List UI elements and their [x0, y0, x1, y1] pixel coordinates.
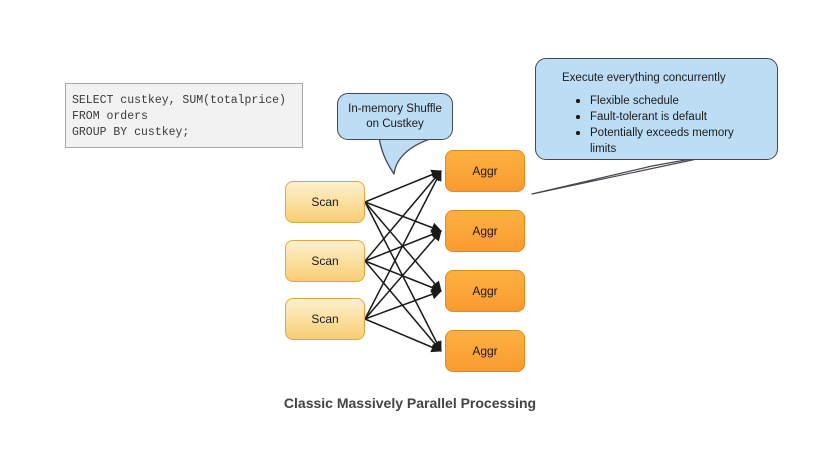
exec-bullet-3: Potentially exceeds memory limits	[576, 125, 763, 157]
sql-line-2: FROM orders	[72, 110, 148, 123]
aggr-node-4-label: Aggr	[472, 344, 498, 358]
sql-query-block: SELECT custkey, SUM(totalprice) FROM ord…	[65, 83, 303, 148]
scan-node-1-label: Scan	[311, 195, 339, 209]
exec-callout-heading: Execute everything concurrently	[562, 72, 726, 84]
aggr-node-1-label: Aggr	[472, 164, 498, 178]
scan-node-3[interactable]: Scan	[285, 298, 365, 340]
aggr-node-2[interactable]: Aggr	[445, 210, 525, 252]
sql-line-3: GROUP BY custkey;	[72, 126, 190, 139]
shuffle-callout: In-memory Shuffle on Custkey	[337, 93, 453, 140]
scan-node-2-label: Scan	[311, 254, 339, 268]
diagram-caption: Classic Massively Parallel Processing	[283, 395, 537, 411]
exec-bullet-2: Fault-tolerant is default	[576, 109, 763, 125]
shuffle-callout-text: In-memory Shuffle on Custkey	[348, 103, 442, 130]
scan-node-2[interactable]: Scan	[285, 240, 365, 282]
sql-line-1: SELECT custkey, SUM(totalprice)	[72, 94, 286, 107]
aggr-node-1[interactable]: Aggr	[445, 150, 525, 192]
scan-node-1[interactable]: Scan	[285, 181, 365, 223]
exec-callout-bullets: Flexible schedule Fault-tolerant is defa…	[558, 93, 763, 157]
aggr-node-4[interactable]: Aggr	[445, 330, 525, 372]
scan-node-3-label: Scan	[311, 312, 339, 326]
exec-callout: Execute everything concurrently Flexible…	[535, 58, 778, 160]
aggr-node-2-label: Aggr	[472, 224, 498, 238]
exec-bullet-1: Flexible schedule	[576, 93, 763, 109]
aggr-node-3[interactable]: Aggr	[445, 270, 525, 312]
aggr-node-3-label: Aggr	[472, 284, 498, 298]
